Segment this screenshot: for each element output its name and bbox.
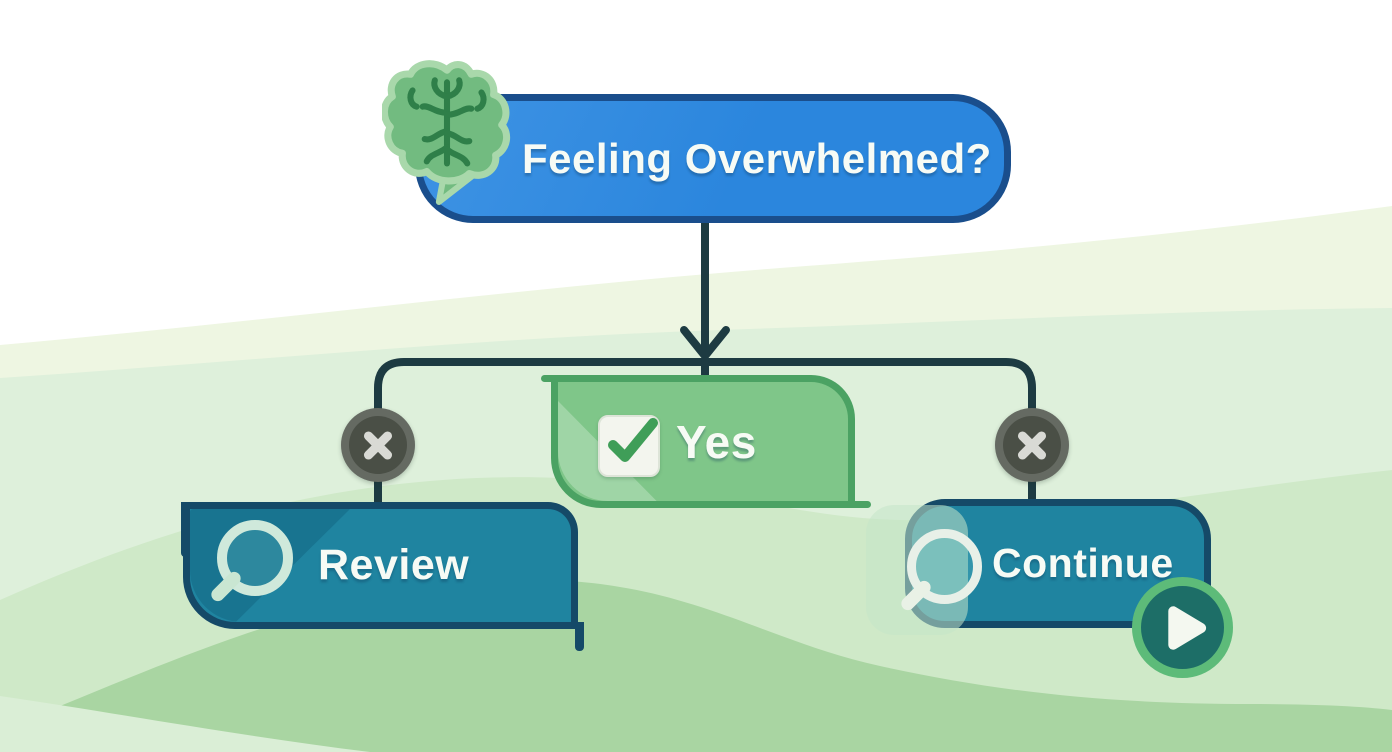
- x-circle-inner: [1003, 416, 1061, 474]
- x-circle-icon[interactable]: [995, 408, 1069, 482]
- continue-node-label: Continue: [992, 540, 1174, 586]
- magnifier-icon: [898, 529, 1007, 629]
- checkbox-checked-icon: [598, 415, 660, 477]
- x-circle-icon[interactable]: [341, 408, 415, 482]
- magnifier-icon: [208, 520, 317, 620]
- root-question-node: Feeling Overwhelmed?: [415, 94, 1011, 223]
- border-accent: [575, 625, 584, 651]
- play-button[interactable]: [1132, 577, 1233, 678]
- root-question-label: Feeling Overwhelmed?: [522, 134, 992, 182]
- play-icon: [1167, 605, 1206, 650]
- arrowhead-icon: [680, 326, 730, 360]
- yes-node[interactable]: Yes: [541, 375, 871, 508]
- brain-icon: [380, 56, 512, 208]
- border-accent: [541, 375, 559, 382]
- border-accent: [846, 501, 871, 508]
- yes-node-label: Yes: [676, 415, 757, 468]
- x-circle-inner: [349, 416, 407, 474]
- border-accent: [181, 502, 190, 557]
- review-node-label: Review: [318, 541, 470, 589]
